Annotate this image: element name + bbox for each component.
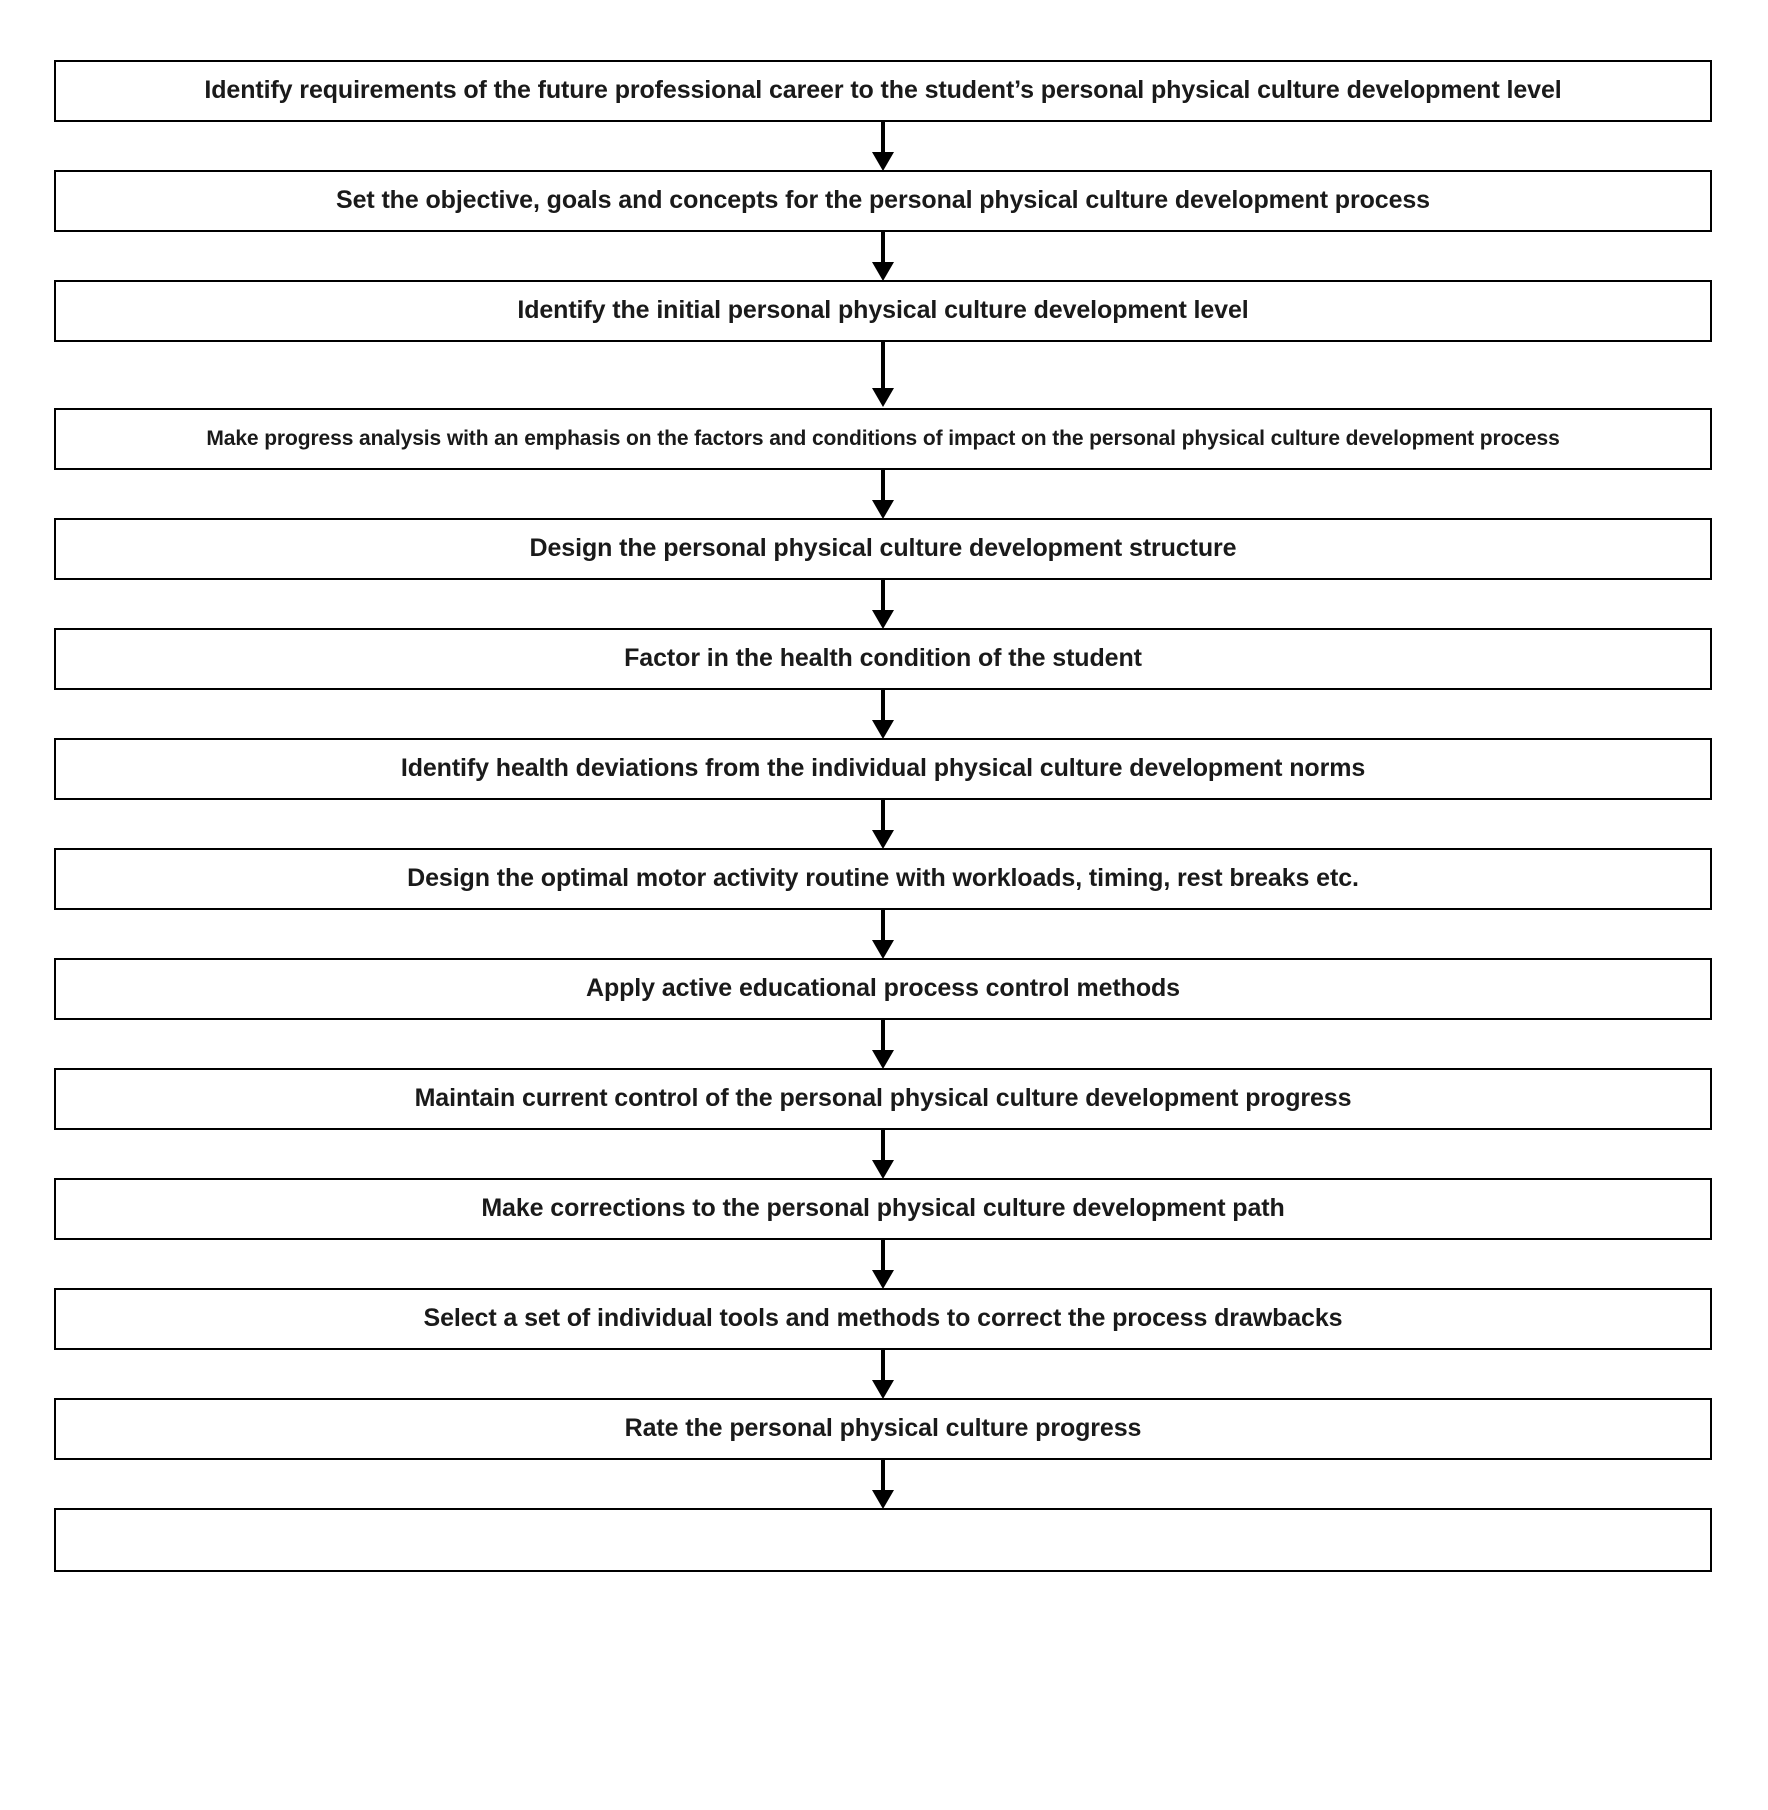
arrow-connector-5 — [54, 580, 1712, 629]
arrow-stem-icon — [881, 1350, 885, 1384]
process-step-label: Select a set of individual tools and met… — [423, 1304, 1343, 1333]
arrow-head-icon — [872, 500, 894, 519]
arrow-connector-9 — [54, 1020, 1712, 1069]
process-step-label: Identify requirements of the future prof… — [204, 76, 1562, 105]
process-step-label: Factor in the health condition of the st… — [624, 644, 1142, 673]
arrow-connector-3 — [54, 342, 1712, 408]
arrow-head-icon — [872, 1380, 894, 1399]
arrow-head-icon — [872, 152, 894, 171]
arrow-connector-8 — [54, 910, 1712, 959]
arrow-stem-icon — [881, 1130, 885, 1164]
process-step-8: Design the optimal motor activity routin… — [54, 848, 1712, 910]
arrow-connector-4 — [54, 470, 1712, 519]
arrow-stem-icon — [881, 232, 885, 266]
process-step-7: Identify health deviations from the indi… — [54, 738, 1712, 800]
process-step-empty — [54, 1508, 1712, 1572]
process-step-11: Make corrections to the personal physica… — [54, 1178, 1712, 1240]
arrow-head-icon — [872, 830, 894, 849]
arrow-head-icon — [872, 1270, 894, 1289]
process-step-6: Factor in the health condition of the st… — [54, 628, 1712, 690]
arrow-head-icon — [872, 720, 894, 739]
arrow-connector-12 — [54, 1350, 1712, 1399]
arrow-stem-icon — [881, 690, 885, 724]
arrow-connector-2 — [54, 232, 1712, 281]
process-step-label: Identify the initial personal physical c… — [517, 296, 1249, 325]
process-step-label: Apply active educational process control… — [586, 974, 1180, 1003]
process-step-3: Identify the initial personal physical c… — [54, 280, 1712, 342]
process-step-9: Apply active educational process control… — [54, 958, 1712, 1020]
process-step-2: Set the objective, goals and concepts fo… — [54, 170, 1712, 232]
process-step-label: Make corrections to the personal physica… — [481, 1194, 1285, 1223]
arrow-stem-icon — [881, 1020, 885, 1054]
process-step-4: Make progress analysis with an emphasis … — [54, 408, 1712, 470]
arrow-head-icon — [872, 1050, 894, 1069]
arrow-connector-1 — [54, 122, 1712, 171]
arrow-stem-icon — [881, 470, 885, 504]
arrow-stem-icon — [881, 800, 885, 834]
process-step-label: Maintain current control of the personal… — [414, 1084, 1352, 1113]
arrow-stem-icon — [881, 122, 885, 156]
process-step-label: Design the personal physical culture dev… — [529, 534, 1237, 563]
process-step-label: Rate the personal physical culture progr… — [624, 1414, 1142, 1443]
arrow-head-icon — [872, 1490, 894, 1509]
arrow-head-icon — [872, 940, 894, 959]
process-step-12: Select a set of individual tools and met… — [54, 1288, 1712, 1350]
process-step-label: Design the optimal motor activity routin… — [407, 864, 1359, 893]
process-step-10: Maintain current control of the personal… — [54, 1068, 1712, 1130]
flowchart: Identify requirements of the future prof… — [54, 60, 1712, 1572]
arrow-stem-icon — [881, 580, 885, 614]
arrow-head-icon — [872, 610, 894, 629]
arrow-stem-icon — [881, 1460, 885, 1494]
process-step-13: Rate the personal physical culture progr… — [54, 1398, 1712, 1460]
arrow-connector-13 — [54, 1460, 1712, 1509]
arrow-stem-icon — [881, 910, 885, 944]
process-step-label: Identify health deviations from the indi… — [400, 754, 1366, 783]
process-step-5: Design the personal physical culture dev… — [54, 518, 1712, 580]
arrow-connector-11 — [54, 1240, 1712, 1289]
arrow-head-icon — [872, 262, 894, 281]
process-step-label: Set the objective, goals and concepts fo… — [336, 186, 1430, 215]
arrow-connector-10 — [54, 1130, 1712, 1179]
arrow-connector-6 — [54, 690, 1712, 739]
arrow-connector-7 — [54, 800, 1712, 849]
process-step-label: Make progress analysis with an emphasis … — [206, 427, 1560, 451]
arrow-stem-icon — [881, 1240, 885, 1274]
arrow-stem-icon — [881, 342, 885, 392]
process-step-1: Identify requirements of the future prof… — [54, 60, 1712, 122]
arrow-head-icon — [872, 1160, 894, 1179]
arrow-head-icon — [872, 388, 894, 407]
